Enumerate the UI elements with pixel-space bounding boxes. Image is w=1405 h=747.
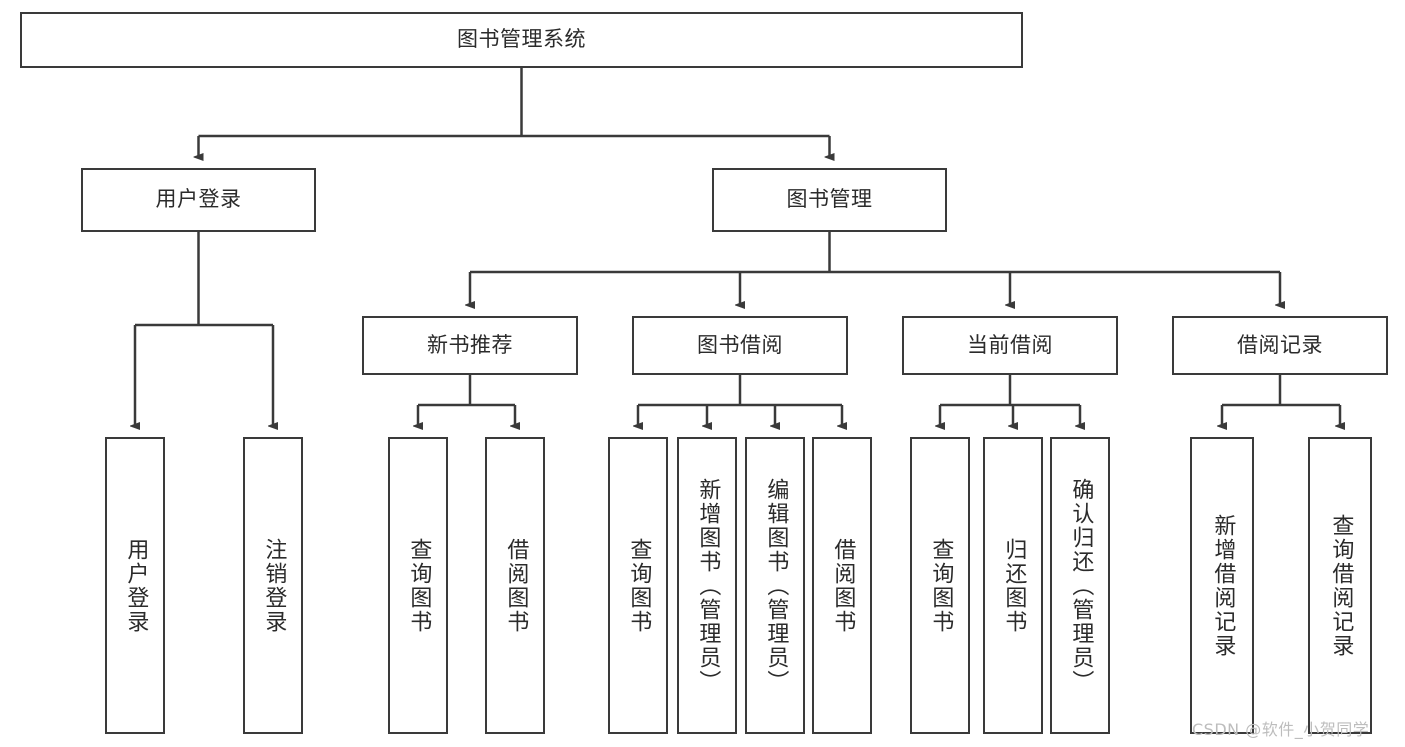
node-book-management[interactable]: 图书管理: [712, 168, 947, 232]
node-root[interactable]: 图书管理系统: [20, 12, 1023, 68]
node-leaf-user-login-label: 用户登录: [123, 537, 149, 634]
node-leaf-add-borrow-record-label: 新增借阅记录: [1210, 513, 1236, 658]
node-new-book-recommend[interactable]: 新书推荐: [362, 316, 578, 375]
csdn-watermark: CSDN @软件_小贺同学: [1192, 720, 1370, 739]
node-borrow-record[interactable]: 借阅记录: [1172, 316, 1388, 375]
node-leaf-query-borrow-record-label: 查询借阅记录: [1328, 513, 1354, 658]
node-book-borrow[interactable]: 图书借阅: [632, 316, 848, 375]
node-leaf-logout-login[interactable]: 注销登录: [243, 437, 303, 734]
node-leaf-query-book-3[interactable]: 查询图书: [910, 437, 970, 734]
node-leaf-add-book-admin-label: 新增图书（管理员）: [695, 477, 721, 694]
node-leaf-borrow-book-2-label: 借阅图书: [830, 537, 856, 634]
node-new-book-recommend-label: 新书推荐: [427, 332, 513, 357]
node-leaf-query-book-2[interactable]: 查询图书: [608, 437, 668, 734]
node-book-borrow-label: 图书借阅: [697, 332, 783, 357]
node-leaf-query-book-2-label: 查询图书: [626, 537, 652, 634]
node-leaf-logout-login-label: 注销登录: [261, 537, 287, 634]
node-leaf-return-book-label: 归还图书: [1001, 537, 1027, 634]
node-leaf-borrow-book-2[interactable]: 借阅图书: [812, 437, 872, 734]
node-leaf-edit-book-admin-label: 编辑图书（管理员）: [763, 477, 789, 694]
node-leaf-query-book-1[interactable]: 查询图书: [388, 437, 448, 734]
node-leaf-edit-book-admin[interactable]: 编辑图书（管理员）: [745, 437, 805, 734]
node-root-label: 图书管理系统: [457, 27, 586, 52]
node-book-management-label: 图书管理: [786, 187, 873, 212]
node-leaf-query-book-3-label: 查询图书: [928, 537, 954, 634]
node-leaf-borrow-book-1-label: 借阅图书: [503, 537, 529, 634]
node-user-login-label: 用户登录: [155, 187, 242, 212]
node-current-borrow[interactable]: 当前借阅: [902, 316, 1118, 375]
node-leaf-query-borrow-record[interactable]: 查询借阅记录: [1308, 437, 1372, 734]
node-leaf-add-book-admin[interactable]: 新增图书（管理员）: [677, 437, 737, 734]
node-leaf-user-login[interactable]: 用户登录: [105, 437, 165, 734]
node-leaf-return-book[interactable]: 归还图书: [983, 437, 1043, 734]
node-leaf-borrow-book-1[interactable]: 借阅图书: [485, 437, 545, 734]
node-leaf-add-borrow-record[interactable]: 新增借阅记录: [1190, 437, 1254, 734]
node-leaf-query-book-1-label: 查询图书: [406, 537, 432, 634]
node-borrow-record-label: 借阅记录: [1237, 332, 1323, 357]
node-user-login[interactable]: 用户登录: [81, 168, 316, 232]
node-leaf-confirm-return-admin[interactable]: 确认归还（管理员）: [1050, 437, 1110, 734]
node-current-borrow-label: 当前借阅: [967, 332, 1053, 357]
node-leaf-confirm-return-admin-label: 确认归还（管理员）: [1068, 477, 1094, 694]
